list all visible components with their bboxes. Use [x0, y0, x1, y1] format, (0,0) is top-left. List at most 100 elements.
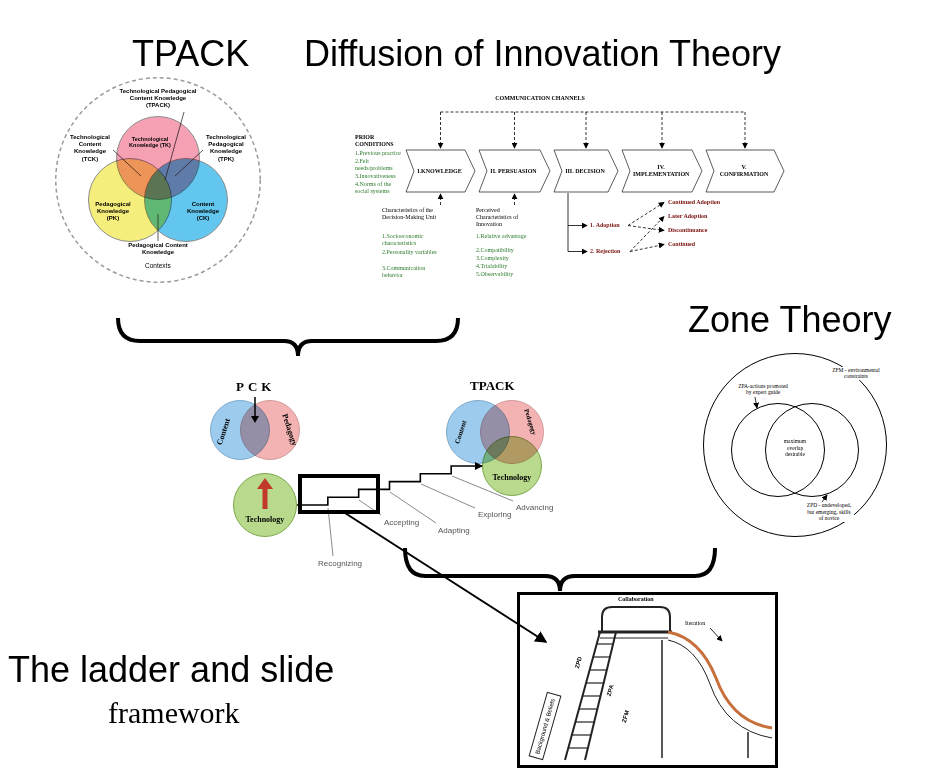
support-pole [747, 732, 749, 758]
annotation: 1.Previous practice [355, 150, 403, 157]
node-text: Collaboration [618, 596, 654, 603]
stage-connector [297, 466, 482, 505]
annotation: Technological Content Knowledge (TCK) [66, 134, 114, 163]
circle-outline [766, 404, 859, 497]
annotation: Exploring [478, 510, 511, 520]
curly-bracket [405, 548, 715, 591]
shape-outline [731, 403, 825, 497]
curly-bracket [118, 318, 458, 356]
node-text: Technological Knowledge (TK) [128, 136, 172, 149]
node-text: II. PERSUASION [490, 168, 537, 175]
annotation: 2.Compatibility [476, 247, 538, 254]
circle-outline [704, 354, 887, 537]
leader-line [328, 508, 333, 556]
shape-outline [765, 403, 859, 497]
collaboration-arch [602, 607, 670, 632]
flow-line [586, 112, 587, 148]
stage-arrow: I.KNOWLEDGE [406, 150, 475, 192]
annotation: PCK [236, 379, 275, 395]
node-text: Iteration [685, 620, 705, 627]
pointer-arrow [755, 397, 757, 408]
shape-outline [233, 473, 297, 537]
leader-lines [328, 476, 513, 556]
flow-line [568, 225, 587, 226]
annotation: 5.Observability [476, 271, 538, 278]
node-text: V. CONFIRMATION [717, 164, 771, 178]
ladder-rung [572, 734, 591, 735]
annotation: PRIOR CONDITIONS [355, 134, 403, 148]
node-text: IV. IMPLEMENTATION [633, 164, 689, 178]
flow-line [514, 112, 515, 148]
ladder-slide-drawing [529, 607, 772, 760]
node-text: Technology [246, 515, 285, 525]
flow-line [568, 193, 569, 252]
annotation: Continued [668, 241, 695, 248]
node-text: Background & Beliefs [534, 698, 557, 755]
circle-outline [483, 437, 542, 496]
flow-line [628, 226, 664, 231]
ladder-rung [593, 656, 610, 657]
leader-line [175, 150, 203, 176]
annotation: Recognizing [318, 559, 362, 569]
arrow-head [257, 478, 273, 489]
annotation: 3.Complexity [476, 255, 538, 262]
annotation: Characteristics of the Decision-Making U… [382, 207, 438, 221]
chevron-outline [554, 150, 618, 192]
flow-line [630, 245, 664, 252]
shape-outline [482, 436, 542, 496]
ladder-rung [590, 669, 607, 670]
node-text: Contexts [145, 262, 171, 270]
zone-circle: ZPD - undeveloped, but emerging, skills … [765, 403, 859, 497]
annotation: Accepting [384, 518, 419, 528]
node-text: Technology [493, 473, 532, 483]
pointer-arrow [822, 495, 827, 502]
section-title: Zone Theory [688, 300, 891, 340]
figure-box: CollaborationIterationZPDZPAZFMBackgroun… [517, 592, 778, 768]
highlight-box [300, 476, 378, 512]
node-text: Pedagogical Knowledge (PK) [92, 201, 134, 223]
ladder-rung [568, 747, 588, 748]
node-text: ZFM - environmental constraints [826, 367, 886, 380]
annotation: 4.Trialability [476, 263, 538, 270]
stage-arrow: III. DECISION [554, 150, 618, 192]
node-text: I.KNOWLEDGE [417, 168, 462, 175]
ladder-rung [586, 682, 604, 683]
venn-circle: Technology [233, 473, 297, 537]
shape-outline [622, 150, 702, 192]
section-title: TPACK [132, 34, 249, 74]
circle-outline [234, 474, 297, 537]
flow-line [441, 112, 746, 113]
leader-line [158, 214, 159, 241]
annotation: 1.Socioeconomic characteristics [382, 233, 440, 247]
annotation: 4.Norms of the social systems [355, 181, 403, 195]
flow-line [745, 112, 746, 148]
annotation: 1.Relative advantage [476, 233, 538, 240]
annotation: TPACK [470, 378, 515, 394]
annotation: 1. Adoption [590, 222, 620, 229]
zoom-arrow [345, 513, 546, 642]
node-text: ZPA-actions promoted by expert guide [734, 383, 792, 396]
circle-outline [241, 401, 300, 460]
chevron-outline [622, 150, 702, 192]
circle-outline [56, 78, 261, 283]
chevron-outline [706, 150, 784, 192]
annotation: 3.Innovativeness [355, 173, 403, 180]
circle-outline [732, 404, 825, 497]
annotation: 2.Personality variables [382, 249, 440, 256]
node-text: Content Knowledge (CK) [182, 201, 224, 223]
annotation: Advancing [516, 503, 553, 513]
background-mat [529, 692, 561, 759]
chevron-outline [479, 150, 550, 192]
section-title: framework [108, 696, 240, 729]
stage-arrow: V. CONFIRMATION [706, 150, 784, 192]
ladder-rung [579, 708, 597, 709]
annotation: Later Adoption [668, 213, 707, 220]
flow-line [440, 112, 441, 148]
growth-arrow [263, 488, 268, 509]
flow-line [568, 251, 587, 252]
flow-line [662, 112, 663, 148]
section-title: Diffusion of Innovation Theory [304, 34, 781, 74]
annotation: Technological Pedagogical Knowledge (TPK… [202, 134, 250, 163]
annotation: 2.Felt needs/problems [355, 158, 403, 172]
stage-arrow: IV. IMPLEMENTATION [622, 150, 702, 192]
